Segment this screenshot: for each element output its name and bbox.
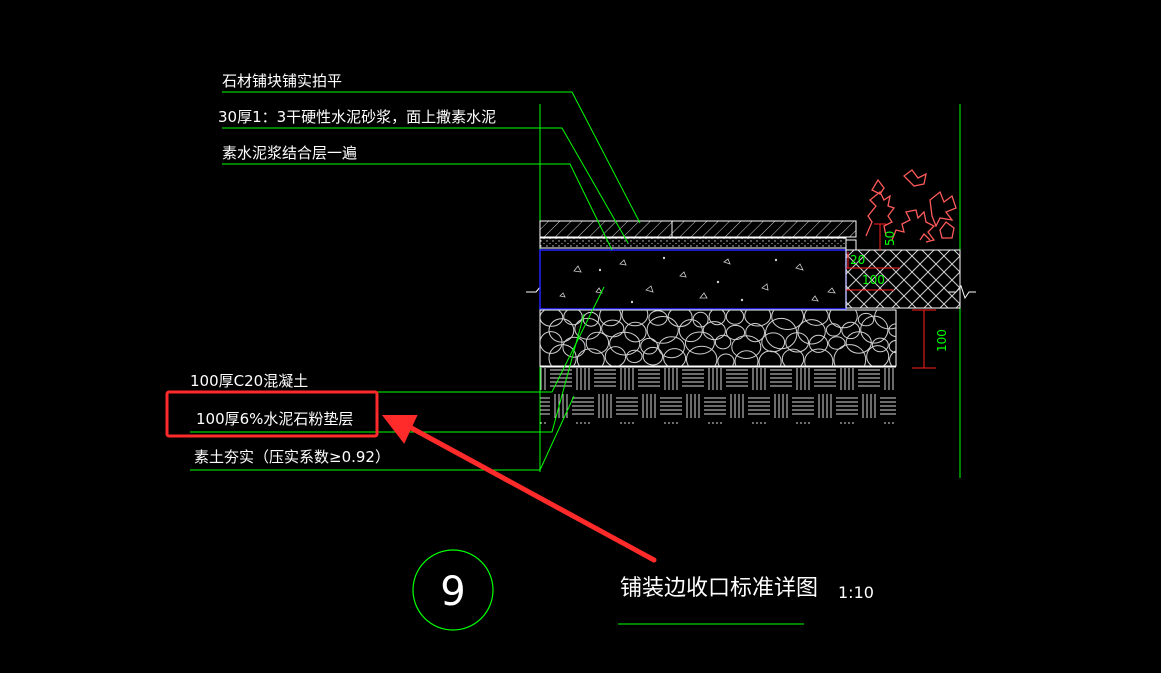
gravel-stone xyxy=(781,348,805,366)
label-stone-powder: 100厚6%水泥石粉垫层 xyxy=(196,410,353,428)
gravel-stone xyxy=(658,336,685,359)
dim-100-side: 100 xyxy=(935,329,949,352)
label-mortar: 30厚1：3干硬性水泥砂浆，面上撒素水泥 xyxy=(218,108,496,126)
detail-number-circle xyxy=(412,549,494,631)
gravel-stone xyxy=(771,310,804,330)
gravel-stone xyxy=(702,321,726,341)
label-compacted-soil: 素土夯实（压实系数≥0.92） xyxy=(194,448,390,466)
gravel-stone xyxy=(744,310,772,327)
gravel-stone xyxy=(585,331,610,354)
gravel-stone xyxy=(708,310,726,326)
gravel-stone xyxy=(646,316,679,344)
gravel-stone xyxy=(888,339,896,354)
gravel-stone xyxy=(621,310,649,327)
highlight-box xyxy=(165,390,379,438)
gravel-stone xyxy=(686,345,718,366)
label-concrete: 100厚C20混凝土 xyxy=(190,372,308,390)
gravel-stone xyxy=(828,310,858,329)
gravel-stone xyxy=(684,331,715,355)
highlight-arrow-head xyxy=(381,415,418,444)
plant-shrubs xyxy=(865,169,957,243)
gravel-stone xyxy=(540,331,563,354)
gravel-stone xyxy=(804,348,834,366)
dimension-texts: 50 20 100 100 xyxy=(850,231,949,352)
leader-lines xyxy=(190,91,641,471)
gravel-stone xyxy=(841,321,861,340)
gravel-stone xyxy=(758,350,782,366)
gravel-stone xyxy=(548,344,577,366)
planting-soil xyxy=(845,249,961,309)
gravel-stone xyxy=(828,336,846,350)
gravel-stone xyxy=(548,318,575,343)
gravel-stone xyxy=(540,310,564,327)
stone-powder-layer xyxy=(539,309,897,367)
gravel-stone xyxy=(714,334,732,350)
highlight-arrow-shaft xyxy=(401,421,657,563)
concrete-layer xyxy=(539,249,847,310)
gravel-stone xyxy=(642,346,664,366)
gravel-stone xyxy=(825,323,842,337)
gravel-stone xyxy=(725,310,745,325)
gravel-stone xyxy=(678,319,703,343)
gravel-stone xyxy=(599,310,622,327)
gravel-stones xyxy=(540,310,896,366)
paving-layers xyxy=(539,220,961,424)
gravel-stone xyxy=(717,353,735,366)
gravel-stone xyxy=(609,331,641,356)
gravel-stone xyxy=(857,312,875,327)
gravel-stone xyxy=(888,323,896,337)
label-stone-paving: 石材铺块铺实拍平 xyxy=(222,72,342,90)
gravel-stone xyxy=(626,349,643,364)
dimension-lines xyxy=(846,223,936,369)
detail-number: 9 xyxy=(440,569,465,615)
gravel-stone xyxy=(866,345,890,366)
gravel-stone xyxy=(845,331,872,354)
gravel-stone xyxy=(833,344,867,366)
gravel-stone xyxy=(797,319,826,345)
gravel-stone xyxy=(785,332,809,353)
gravel-stone xyxy=(563,310,583,326)
detail-scale: 1:10 xyxy=(838,583,874,602)
detail-title-block: 9 铺装边收口标准详图 1:10 xyxy=(412,549,874,631)
gravel-stone xyxy=(804,310,829,326)
gravel-stone xyxy=(860,315,889,344)
gravel-stone xyxy=(808,334,829,353)
gravel-stone xyxy=(562,336,586,358)
concrete-aggregate xyxy=(559,256,836,304)
gravel-stone xyxy=(734,350,759,366)
detail-title: 铺装边收口标准详图 xyxy=(620,576,818,601)
gravel-stone xyxy=(871,337,889,353)
gravel-stone xyxy=(648,310,668,326)
gravel-stone xyxy=(640,337,658,355)
highlight-annotation xyxy=(165,390,657,563)
dim-100-top: 100 xyxy=(862,273,885,287)
stone-paving-layer xyxy=(539,220,857,238)
dim-50: 50 xyxy=(883,231,897,246)
dim-20: 20 xyxy=(850,253,865,267)
gravel-stone xyxy=(889,350,896,366)
gravel-stone xyxy=(576,348,605,366)
gravel-stone xyxy=(731,335,762,360)
label-cement-paste: 素水泥浆结合层一遍 xyxy=(222,144,357,162)
gravel-stone xyxy=(604,346,627,366)
gravel-stone xyxy=(874,310,896,330)
compacted-soil-layer xyxy=(540,368,896,424)
gravel-stone xyxy=(663,348,687,366)
gravel-stone xyxy=(574,317,602,340)
layer-labels: 石材铺块铺实拍平 30厚1：3干硬性水泥砂浆，面上撒素水泥 素水泥浆结合层一遍 … xyxy=(190,72,496,466)
mortar-layer xyxy=(539,237,847,249)
gravel-stone xyxy=(745,323,765,343)
